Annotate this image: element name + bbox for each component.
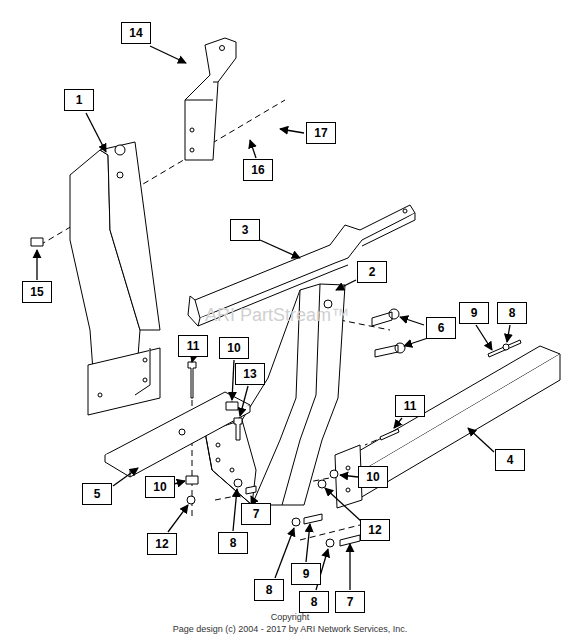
callout-number: 12 <box>155 538 168 550</box>
callout-box: 9 <box>291 563 321 585</box>
callout-number: 13 <box>243 368 256 380</box>
callout-box: 11 <box>395 395 425 417</box>
callout-number: 11 <box>187 340 200 352</box>
callout-box: 8 <box>218 532 248 554</box>
callout-box: 4 <box>495 449 525 471</box>
callout-number: 9 <box>471 307 478 319</box>
callout-box: 14 <box>121 22 151 44</box>
callout-box: 3 <box>230 219 260 241</box>
copyright-note: Page design (c) 2004 - 2017 by ARI Netwo… <box>173 624 408 634</box>
callout-box: 12 <box>360 519 390 541</box>
callout-number: 6 <box>438 322 445 334</box>
callout-number: 3 <box>242 224 249 236</box>
callout-number: 8 <box>311 596 318 608</box>
callout-box: 1 <box>64 89 94 111</box>
callout-number: 10 <box>366 471 379 483</box>
callout-box: 11 <box>178 335 208 357</box>
callout-box: 16 <box>243 159 273 181</box>
callout-box: 15 <box>22 281 52 303</box>
callout-box: 6 <box>426 317 456 339</box>
callout-number: 8 <box>230 537 237 549</box>
callout-number: 8 <box>509 307 516 319</box>
callout-box: 2 <box>357 261 387 283</box>
callout-number: 15 <box>30 286 43 298</box>
callout-number: 9 <box>303 568 310 580</box>
callout-number: 7 <box>347 596 354 608</box>
callout-number: 1 <box>76 94 83 106</box>
callout-number: 4 <box>507 454 514 466</box>
callout-box: 17 <box>306 122 336 144</box>
callout-number: 10 <box>227 342 240 354</box>
callout-box: 10 <box>358 466 388 488</box>
callout-number: 7 <box>253 508 260 520</box>
callout-number: 12 <box>368 524 381 536</box>
callout-number: 5 <box>94 488 101 500</box>
callout-number: 14 <box>129 27 142 39</box>
callout-box: 10 <box>219 337 249 359</box>
copyright-note: Copyright <box>271 612 310 622</box>
callout-box: 10 <box>145 476 175 498</box>
callout-box: 5 <box>82 483 112 505</box>
callout-box: 7 <box>335 591 365 613</box>
callout-box: 8 <box>254 579 284 601</box>
callout-box: 8 <box>299 591 329 613</box>
callout-number: 17 <box>314 127 327 139</box>
callout-number: 2 <box>369 266 376 278</box>
watermark: ARI PartStream™ <box>205 305 349 326</box>
callout-number: 8 <box>266 584 273 596</box>
callout-number: 11 <box>404 400 417 412</box>
callout-number: 16 <box>251 164 264 176</box>
callout-box: 12 <box>147 533 177 555</box>
callout-number: 10 <box>153 481 166 493</box>
callout-box: 13 <box>235 363 265 385</box>
callout-box: 7 <box>241 503 271 525</box>
callout-box: 8 <box>497 302 527 324</box>
callout-box: 9 <box>459 302 489 324</box>
